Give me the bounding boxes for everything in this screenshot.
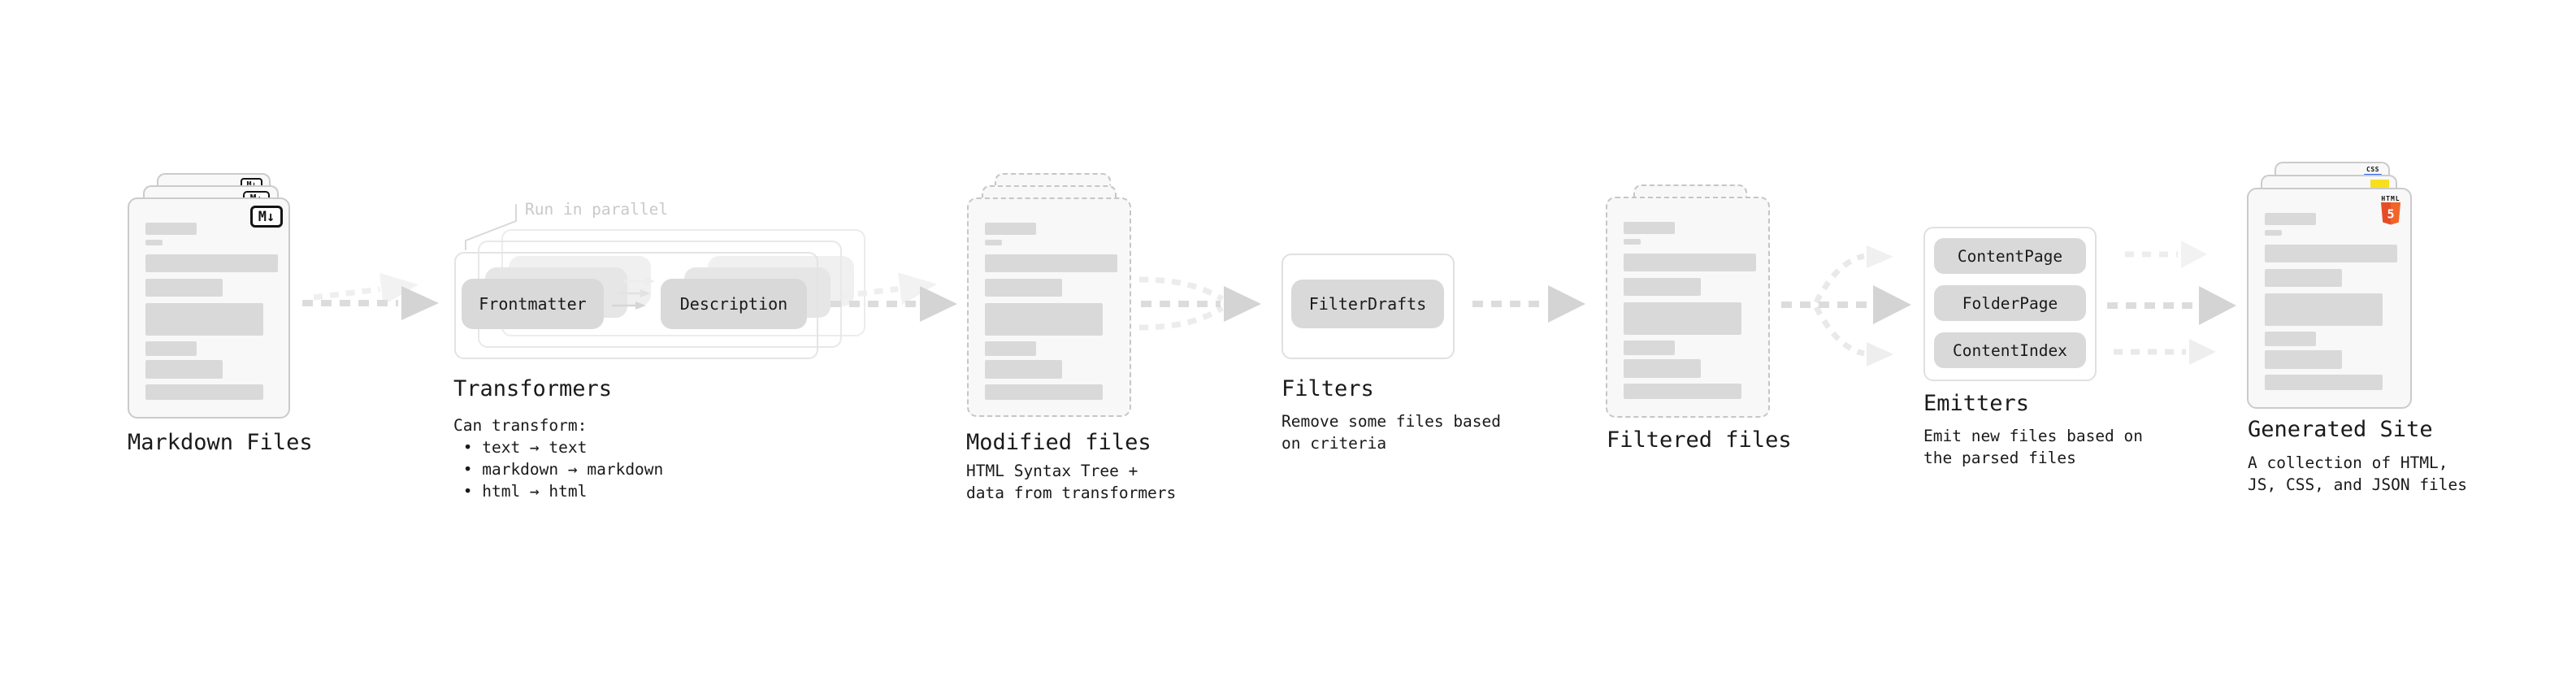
- arrow-light-layer: [313, 272, 419, 306]
- placeholder-bar: [2265, 293, 2383, 326]
- arrow-modified-to-filters-merge: [1138, 276, 1261, 331]
- placeholder-bar: [1624, 278, 1701, 296]
- placeholder-bar: [1624, 384, 1741, 399]
- placeholder-bar: [145, 240, 163, 245]
- css-icon-label: CSS: [2366, 166, 2379, 173]
- placeholder-bar: [2265, 375, 2383, 390]
- file-card-front: M↓: [128, 197, 290, 419]
- merge-branch-top: [1138, 276, 1224, 301]
- emitter-pill-contentindex: ContentIndex: [1934, 332, 2086, 368]
- split-branch-top: [1813, 253, 1865, 304]
- arrow-head: [1867, 245, 1893, 268]
- placeholder-bar: [985, 223, 1036, 235]
- placeholder-bar: [985, 279, 1062, 297]
- placeholder-bar: [985, 240, 1002, 245]
- stage-desc-emitters: Emit new files based on the parsed files: [1923, 427, 2144, 467]
- doc-content-placeholder: [2249, 189, 2410, 390]
- arrow-head: [1867, 342, 1893, 367]
- placeholder-bar: [985, 384, 1103, 400]
- placeholder-bar: [2265, 332, 2316, 346]
- placeholder-bar: [1624, 239, 1641, 245]
- placeholder-bar: [2265, 245, 2397, 262]
- placeholder-bar: [145, 341, 197, 356]
- merge-branch-bottom: [1138, 306, 1224, 331]
- arrow-line: [313, 286, 380, 301]
- placeholder-bar: [2265, 269, 2342, 287]
- placeholder-bar: [145, 254, 278, 272]
- emitter-pill-contentpage: ContentPage: [1934, 238, 2086, 274]
- html5-icon: HTML 5: [2380, 195, 2401, 230]
- placeholder-bar: [985, 341, 1036, 356]
- arrow-head: [2189, 339, 2216, 365]
- arrow-head: [379, 272, 419, 306]
- arrow-head: [898, 272, 938, 306]
- markdown-icon: M↓: [250, 206, 283, 228]
- placeholder-bar: [1624, 254, 1756, 271]
- arrow-markdown-to-transformers: [302, 272, 439, 320]
- arrow-head: [2181, 241, 2207, 268]
- html5-icon-label: HTML: [2381, 195, 2400, 202]
- stage-title-emitters: Emitters: [1923, 391, 2030, 416]
- stage-desc-transformers: Can transform: • text → text • markdown …: [453, 416, 664, 501]
- doc-content-placeholder: [129, 199, 288, 400]
- arrow-head: [1224, 286, 1261, 322]
- file-card-front: [967, 197, 1131, 417]
- stage-title-markdown-files: Markdown Files: [128, 430, 313, 455]
- emitter-pill-folderpage: FolderPage: [1934, 285, 2086, 321]
- placeholder-bar: [145, 303, 263, 336]
- split-branch-bottom: [1813, 306, 1865, 357]
- stage-title-filters: Filters: [1281, 376, 1374, 401]
- stage-title-modified-files: Modified files: [966, 430, 1151, 455]
- placeholder-bar: [145, 360, 223, 379]
- placeholder-bar: [1624, 340, 1675, 355]
- arrow-filters-to-filtered: [1472, 285, 1585, 323]
- doc-content-placeholder: [969, 199, 1130, 400]
- transformer-pill-frontmatter: Frontmatter: [462, 279, 604, 329]
- file-card-front: [1606, 197, 1770, 418]
- placeholder-bar: [1624, 359, 1701, 378]
- arrow-head: [2199, 286, 2236, 325]
- arrow-emitters-to-generated: [2107, 241, 2236, 365]
- arrow-head: [920, 286, 957, 322]
- arrow-filtered-to-emitters-split: [1781, 245, 1911, 367]
- html5-shield: 5: [2381, 202, 2400, 225]
- filter-pill-filterdrafts: FilterDrafts: [1291, 280, 1444, 328]
- placeholder-bar: [2265, 230, 2282, 236]
- transformer-frame-front: [454, 252, 818, 359]
- arrow-head: [1548, 285, 1585, 323]
- run-in-parallel-annotation: Run in parallel: [525, 200, 669, 219]
- placeholder-bar: [985, 360, 1062, 379]
- placeholder-bar: [1624, 222, 1675, 234]
- placeholder-bar: [145, 279, 223, 297]
- stage-desc-generated-site: A collection of HTML, JS, CSS, and JSON …: [2248, 453, 2468, 494]
- html5-shield-right: [2391, 202, 2400, 225]
- stage-title-filtered-files: Filtered files: [1607, 427, 1792, 453]
- placeholder-bar: [145, 384, 263, 400]
- stage-desc-filters: Remove some files based on criteria: [1281, 412, 1502, 453]
- placeholder-bar: [985, 254, 1117, 272]
- html5-shield-number: 5: [2387, 207, 2394, 222]
- file-card-front: HTML 5: [2247, 188, 2412, 409]
- arrow-head: [401, 286, 439, 320]
- doc-content-placeholder: [1607, 198, 1768, 399]
- placeholder-bar: [2265, 213, 2316, 225]
- placeholder-bar: [1624, 302, 1741, 335]
- stage-desc-modified-files: HTML Syntax Tree + data from transformer…: [966, 462, 1177, 502]
- placeholder-bar: [145, 223, 197, 235]
- arrow-head: [1873, 285, 1911, 324]
- transformer-pill-description: Description: [661, 279, 807, 329]
- placeholder-bar: [2265, 350, 2342, 369]
- stage-title-transformers: Transformers: [453, 376, 613, 401]
- placeholder-bar: [985, 303, 1103, 336]
- stage-title-generated-site: Generated Site: [2248, 417, 2433, 442]
